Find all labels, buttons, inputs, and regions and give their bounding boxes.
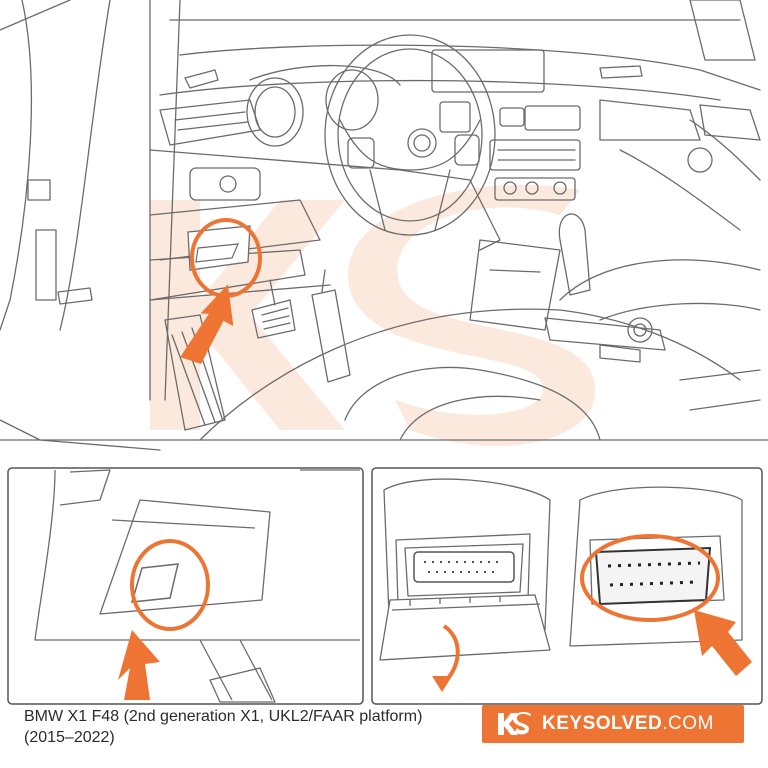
brand-name-suffix: .COM	[662, 713, 714, 734]
inset1-pointer-arrow	[118, 630, 160, 700]
obd-connector-small	[413, 551, 515, 583]
door-frame	[0, 0, 161, 451]
vehicle-caption: BMW X1 F48 (2nd generation X1, UKL2/FAAR…	[24, 708, 423, 746]
brand-name: KEYSOLVED.COM	[542, 713, 714, 735]
inset2-pointer-arrow	[694, 610, 752, 676]
car-interior-scene	[0, 0, 768, 451]
brake-pedal	[251, 299, 296, 339]
inset-panel-obd-port	[371, 467, 763, 705]
main-pointer-arrow	[180, 284, 234, 364]
brand-name-bold: KEYSOLVED	[542, 713, 663, 734]
inset-panel-cover-location	[7, 467, 364, 705]
keysolved-brand-badge[interactable]: KEYSOLVED.COM	[482, 705, 744, 743]
obd-connector-large	[594, 546, 712, 606]
main-obd-highlight	[180, 218, 262, 364]
infotainment-screen	[431, 49, 545, 93]
accelerator-pedal	[311, 289, 351, 383]
ks-logo-icon	[498, 711, 531, 735]
steering-wheel	[324, 34, 496, 236]
